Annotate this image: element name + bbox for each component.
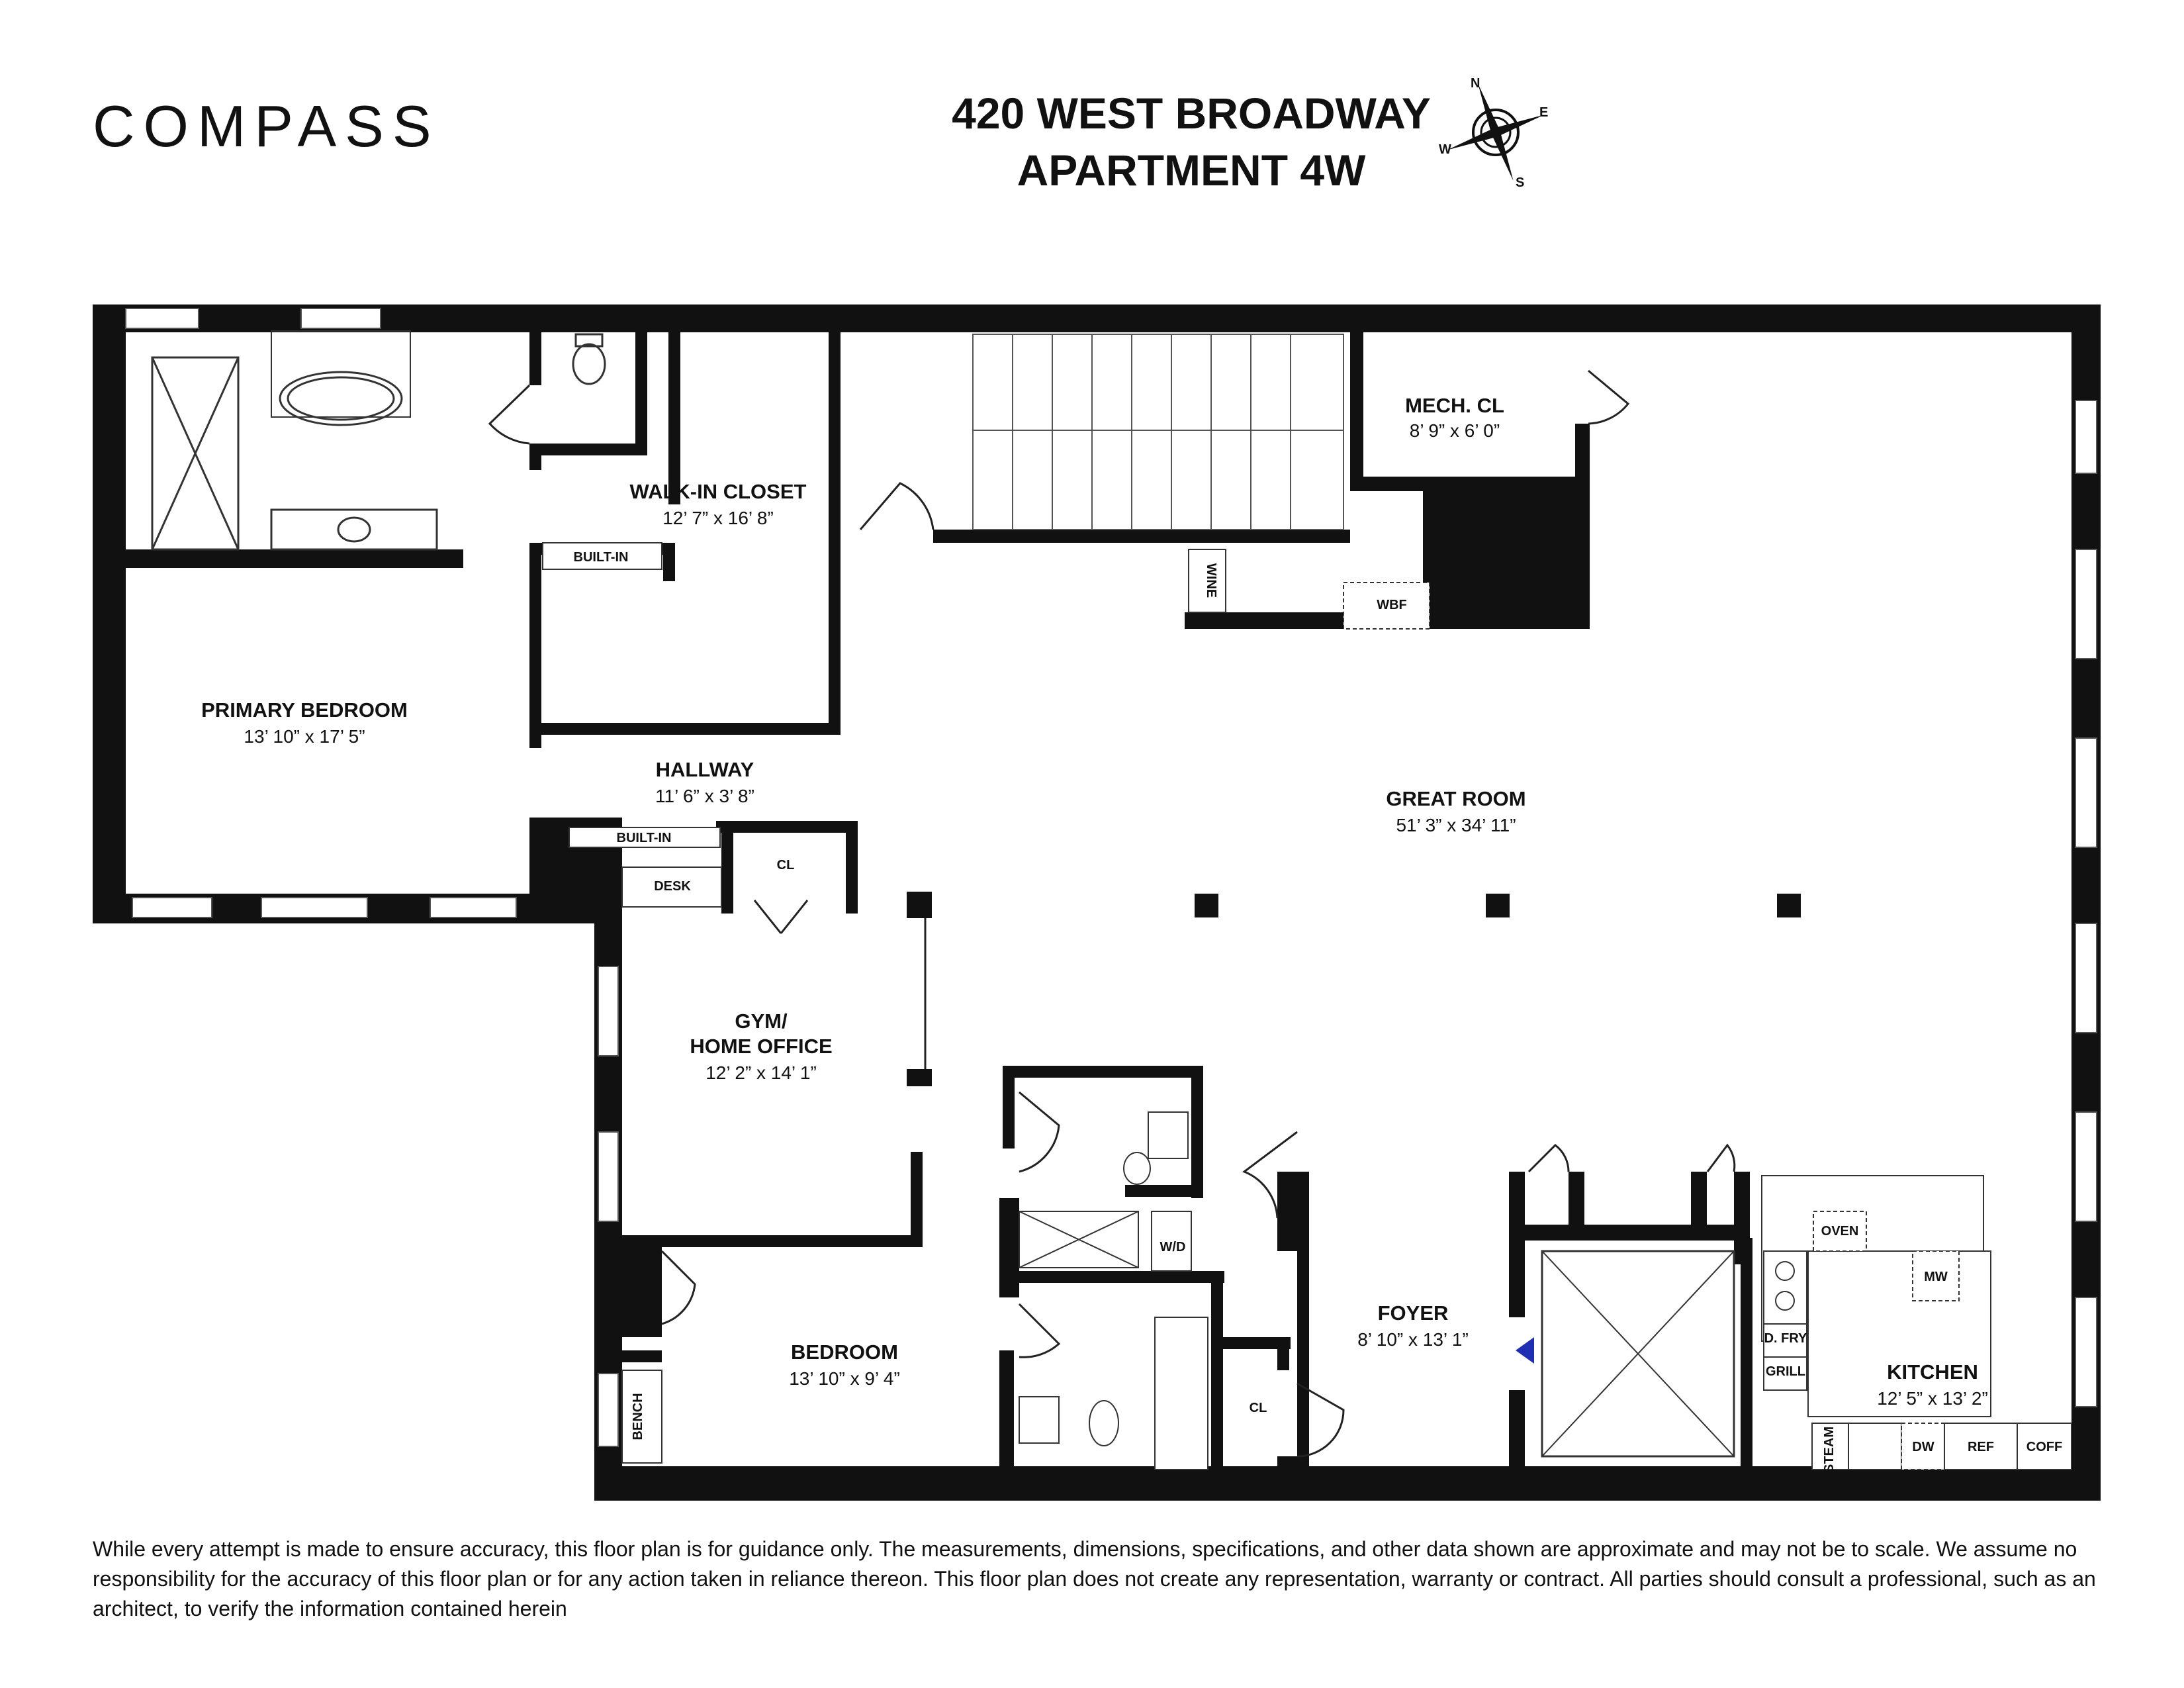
great-room-label: GREAT ROOM xyxy=(1386,787,1525,810)
primary-bedroom-size: 13’ 10” x 17’ 5” xyxy=(244,726,365,747)
address-line: 420 WEST BROADWAY xyxy=(952,89,1431,138)
entry-marker-icon xyxy=(1516,1337,1534,1364)
primary-bedroom-label: PRIMARY BEDROOM xyxy=(201,698,408,722)
gym-size: 12’ 2” x 14’ 1” xyxy=(705,1062,817,1083)
closet-office-label: CL xyxy=(777,858,795,872)
built-in-top-label: BUILT-IN xyxy=(574,550,629,565)
walk-in-closet-label: WALK-IN CLOSET xyxy=(630,480,807,503)
staircase xyxy=(972,334,1344,530)
compass-w: W xyxy=(1439,142,1451,157)
compass-rose-icon: N E S W xyxy=(1439,76,1548,190)
closet-bedroom-label: CL xyxy=(635,1297,653,1312)
grill-label: GRILL xyxy=(1766,1364,1805,1379)
disclaimer-text: While every attempt is made to ensure ac… xyxy=(93,1537,2096,1620)
bedroom-label: BEDROOM xyxy=(791,1340,898,1364)
bench-label: BENCH xyxy=(631,1393,645,1440)
desk-label: DESK xyxy=(654,879,691,894)
kitchen-size: 12’ 5” x 13’ 2” xyxy=(1877,1388,1988,1409)
listing-title: 420 WEST BROADWAY APARTMENT 4W xyxy=(860,85,1522,199)
bedroom-size: 13’ 10” x 9’ 4” xyxy=(789,1368,900,1389)
built-in-boxes xyxy=(542,542,1430,1470)
kitchen-fixtures xyxy=(1541,1175,2072,1470)
compass-logo: COMPASS xyxy=(93,93,440,159)
microwave-label: MW xyxy=(1924,1270,1948,1284)
door-swings xyxy=(488,369,1736,1458)
steam-label: STEAM xyxy=(1822,1427,1837,1473)
windows xyxy=(125,308,2097,1447)
mech-closet-size: 8’ 9” x 6’ 0” xyxy=(1410,420,1500,441)
deep-fryer-label: D. FRY xyxy=(1764,1331,1807,1346)
gym-label-line2: HOME OFFICE xyxy=(690,1035,832,1058)
refrigerator-label: REF xyxy=(1968,1440,1994,1454)
primary-bath-fixtures xyxy=(151,330,606,551)
washer-dryer-label: W/D xyxy=(1160,1240,1186,1254)
wine-label: WINE xyxy=(1204,563,1218,598)
foyer-label: FOYER xyxy=(1378,1301,1449,1325)
hallway-label: HALLWAY xyxy=(656,758,754,781)
compass-e: E xyxy=(1539,105,1548,120)
walk-in-closet-size: 12’ 7” x 16’ 8” xyxy=(662,508,774,528)
oven-label: OVEN xyxy=(1821,1224,1859,1239)
foyer-size: 8’ 10” x 13’ 1” xyxy=(1357,1329,1469,1350)
kitchen-label: KITCHEN xyxy=(1887,1360,1978,1383)
hallway-size: 11’ 6” x 3’ 8” xyxy=(655,786,754,806)
dishwasher-label: DW xyxy=(1912,1440,1934,1454)
apartment-line: APARTMENT 4W xyxy=(1017,146,1366,195)
coffee-label: COFF xyxy=(2026,1440,2062,1454)
built-in-hall-label: BUILT-IN xyxy=(617,831,672,845)
mech-closet-label: MECH. CL xyxy=(1405,394,1504,417)
compass-s: S xyxy=(1516,175,1524,190)
closet-foyer-label: CL xyxy=(1250,1401,1267,1415)
great-room-size: 51’ 3” x 34’ 11” xyxy=(1396,815,1516,835)
wbf-label: WBF xyxy=(1377,598,1407,612)
compass-n: N xyxy=(1471,76,1480,91)
gym-label-line1: GYM/ xyxy=(735,1009,788,1033)
